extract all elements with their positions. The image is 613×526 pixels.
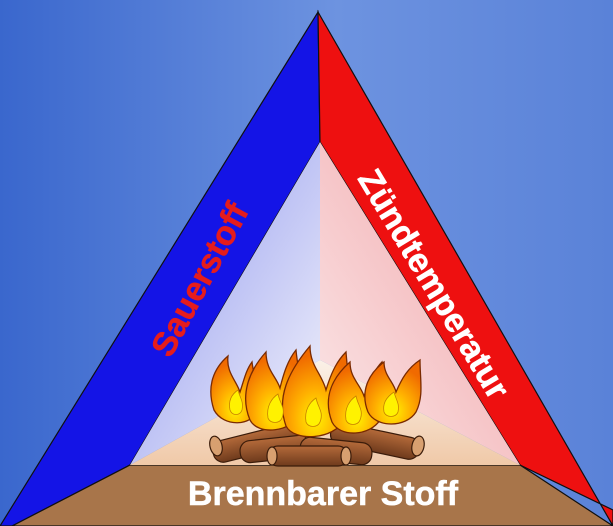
fuel-label: Brennbarer Stoff [188, 475, 459, 513]
